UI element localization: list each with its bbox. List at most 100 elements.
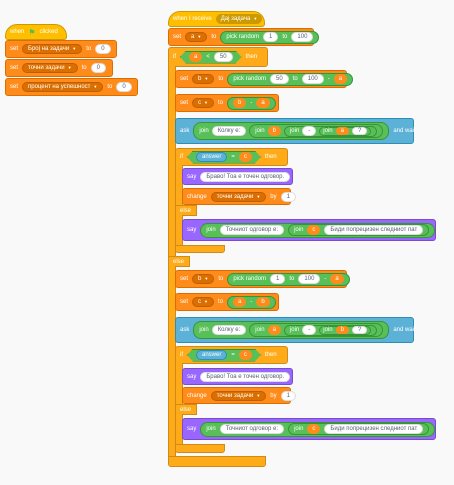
variable-dropdown[interactable]: Број на задачи▼ (22, 44, 83, 54)
join-block[interactable]: join b join - join a ? (249, 124, 384, 138)
equals-operator[interactable]: answer = c (187, 349, 261, 362)
text-input[interactable]: Биди попрецизен следниот пат (324, 225, 424, 235)
change-by-input[interactable]: 1 (280, 191, 296, 202)
ask-and-wait-block-2[interactable]: ask join Колку е: join a join - join b ?… (175, 317, 416, 343)
variable-reporter-c[interactable]: c (239, 152, 252, 162)
if-else-block-inner-2[interactable]: if answer = c then (175, 346, 288, 364)
variable-reporter-a[interactable]: a (330, 274, 344, 284)
variable-dropdown-c[interactable]: c▼ (192, 297, 214, 307)
variable-dropdown[interactable]: точни задачи▼ (22, 63, 78, 73)
variable-reporter-a[interactable]: a (267, 325, 281, 335)
if-else-block-inner-1[interactable]: if answer = c then (175, 148, 288, 166)
join-block[interactable]: join a join - join b ? (249, 323, 384, 337)
text-input[interactable]: - (302, 325, 317, 335)
text-input[interactable]: Точниот одговор е: (219, 225, 285, 235)
text-input[interactable]: Точниот одговор е: (219, 424, 285, 434)
join-block[interactable]: join - join a ? (283, 125, 378, 137)
join-block[interactable]: join b ? (319, 325, 372, 335)
text-input[interactable]: Биди попрецизен следниот пат (324, 424, 424, 434)
variable-dropdown-b[interactable]: b▼ (192, 274, 215, 284)
compare-value-input[interactable]: 50 (214, 52, 233, 62)
value-input[interactable]: 0 (90, 63, 106, 73)
variable-reporter-b[interactable]: b (233, 98, 247, 108)
join-block[interactable]: join - join b ? (283, 324, 378, 336)
text-input[interactable]: ? (351, 127, 368, 135)
variable-reporter-c[interactable]: c (307, 424, 321, 434)
pick-random-block[interactable]: pick random 50 to 100 - a (227, 72, 354, 86)
if-arm-inner-1a (175, 165, 183, 205)
join-block[interactable]: join a ? (319, 126, 372, 136)
variable-reporter-a[interactable]: a (256, 98, 270, 108)
set-label: set (10, 65, 19, 71)
subtract-operator[interactable]: a - b (227, 295, 276, 309)
variable-reporter-b[interactable]: b (267, 126, 281, 136)
join-block[interactable]: join Точниот одговор е: join c Биди попр… (200, 421, 436, 437)
variable-reporter-b[interactable]: b (256, 297, 270, 307)
variable-reporter-a[interactable]: a (333, 74, 348, 84)
subtract-operator[interactable]: b - a (227, 96, 276, 110)
set-variable-block-2[interactable]: set точни задачи▼ to 0 (5, 59, 113, 77)
variable-dropdown-c[interactable]: c▼ (192, 98, 214, 108)
equals-operator[interactable]: answer = c (187, 151, 261, 164)
say-block-correct-1[interactable]: say Браво! Тоа е точен одговор. (182, 168, 293, 185)
say-text-input[interactable]: Браво! Тоа е точен одговор. (200, 371, 291, 382)
random-to-input[interactable]: 100 (298, 274, 321, 284)
if-else-footer-inner-2 (175, 444, 225, 453)
set-b-block-1[interactable]: set b▼ to pick random 50 to 100 - a (175, 70, 354, 88)
answer-reporter[interactable]: answer (196, 152, 227, 162)
say-block-wrong-1[interactable]: say join Точниот одговор е: join c Биди … (182, 219, 436, 241)
answer-reporter[interactable]: answer (196, 350, 227, 360)
random-from-input[interactable]: 1 (270, 274, 286, 284)
join-block[interactable]: join Колку е: join a join - join b ? (193, 321, 390, 339)
set-a-block[interactable]: set a▼ to pick random 1 to 100 (168, 28, 320, 46)
pick-random-block[interactable]: pick random 1 to 100 (220, 30, 320, 44)
join-block[interactable]: join c Биди попрецизен следниот пат (288, 423, 430, 435)
random-to-input[interactable]: 100 (291, 32, 314, 42)
change-variable-block-1[interactable]: change точни задачи▼ by 1 (182, 188, 296, 205)
text-input[interactable]: Колку е: (211, 325, 247, 335)
variable-reporter-a[interactable]: a (335, 127, 349, 135)
set-c-block-1[interactable]: set c▼ to b - a (175, 94, 279, 112)
variable-dropdown-a[interactable]: a▼ (185, 32, 208, 42)
when-flag-clicked-hat[interactable]: when ⚑ clicked (5, 24, 67, 40)
value-input[interactable]: 0 (95, 44, 111, 54)
join-block[interactable]: join Колку е: join b join - join a ? (193, 122, 390, 140)
variable-dropdown[interactable]: точни задачи▼ (210, 191, 267, 202)
set-c-block-2[interactable]: set c▼ to a - b (175, 293, 279, 311)
dropdown-arrow-icon: ▼ (197, 34, 202, 39)
variable-reporter-c[interactable]: c (307, 225, 321, 235)
pick-random-block[interactable]: pick random 1 to 100 - a (227, 272, 350, 286)
variable-reporter-a[interactable]: a (233, 297, 247, 307)
variable-reporter-a[interactable]: a (189, 52, 202, 62)
if-else-block[interactable]: if a < 50 then (168, 47, 268, 67)
when-receive-label: when I receive (173, 16, 212, 22)
variable-dropdown-b[interactable]: b▼ (192, 74, 215, 84)
less-than-operator[interactable]: a < 50 (180, 51, 242, 64)
change-variable-block-2[interactable]: change точни задачи▼ by 1 (182, 387, 296, 404)
random-from-input[interactable]: 50 (270, 74, 289, 84)
join-block[interactable]: join c Биди попрецизен следниот пат (288, 224, 430, 236)
set-variable-block-3[interactable]: set процент на успешност▼ to 0 (5, 78, 138, 96)
variable-reporter-b[interactable]: b (335, 326, 349, 334)
dropdown-arrow-icon: ▼ (204, 100, 208, 105)
text-input[interactable]: - (302, 126, 317, 136)
variable-reporter-c[interactable]: c (239, 350, 252, 360)
set-b-block-2[interactable]: set b▼ to pick random 1 to 100 - a (175, 270, 350, 288)
when-i-receive-hat[interactable]: when I receive Дај задача▼ (168, 11, 265, 27)
join-block[interactable]: join Точниот одговор е: join c Биди попр… (200, 222, 436, 238)
say-block-wrong-2[interactable]: say join Точниот одговор е: join c Биди … (182, 418, 436, 440)
random-from-input[interactable]: 1 (263, 32, 279, 42)
message-dropdown[interactable]: Дај задача▼ (215, 14, 263, 24)
variable-dropdown[interactable]: процент на успешност▼ (22, 82, 104, 92)
set-variable-block-1[interactable]: set Број на задачи▼ to 0 (5, 40, 117, 58)
text-input[interactable]: ? (351, 326, 368, 334)
ask-and-wait-block-1[interactable]: ask join Колку е: join b join - join a ?… (175, 118, 416, 144)
value-input[interactable]: 0 (116, 82, 132, 92)
text-input[interactable]: Колку е: (211, 126, 247, 136)
say-block-correct-2[interactable]: say Браво! Тоа е точен одговор. (182, 368, 293, 385)
dropdown-arrow-icon: ▼ (204, 276, 209, 281)
change-by-input[interactable]: 1 (280, 390, 296, 401)
random-to-input[interactable]: 100 (301, 74, 324, 84)
say-text-input[interactable]: Браво! Тоа е точен одговор. (200, 171, 291, 182)
variable-dropdown[interactable]: точни задачи▼ (210, 390, 267, 401)
